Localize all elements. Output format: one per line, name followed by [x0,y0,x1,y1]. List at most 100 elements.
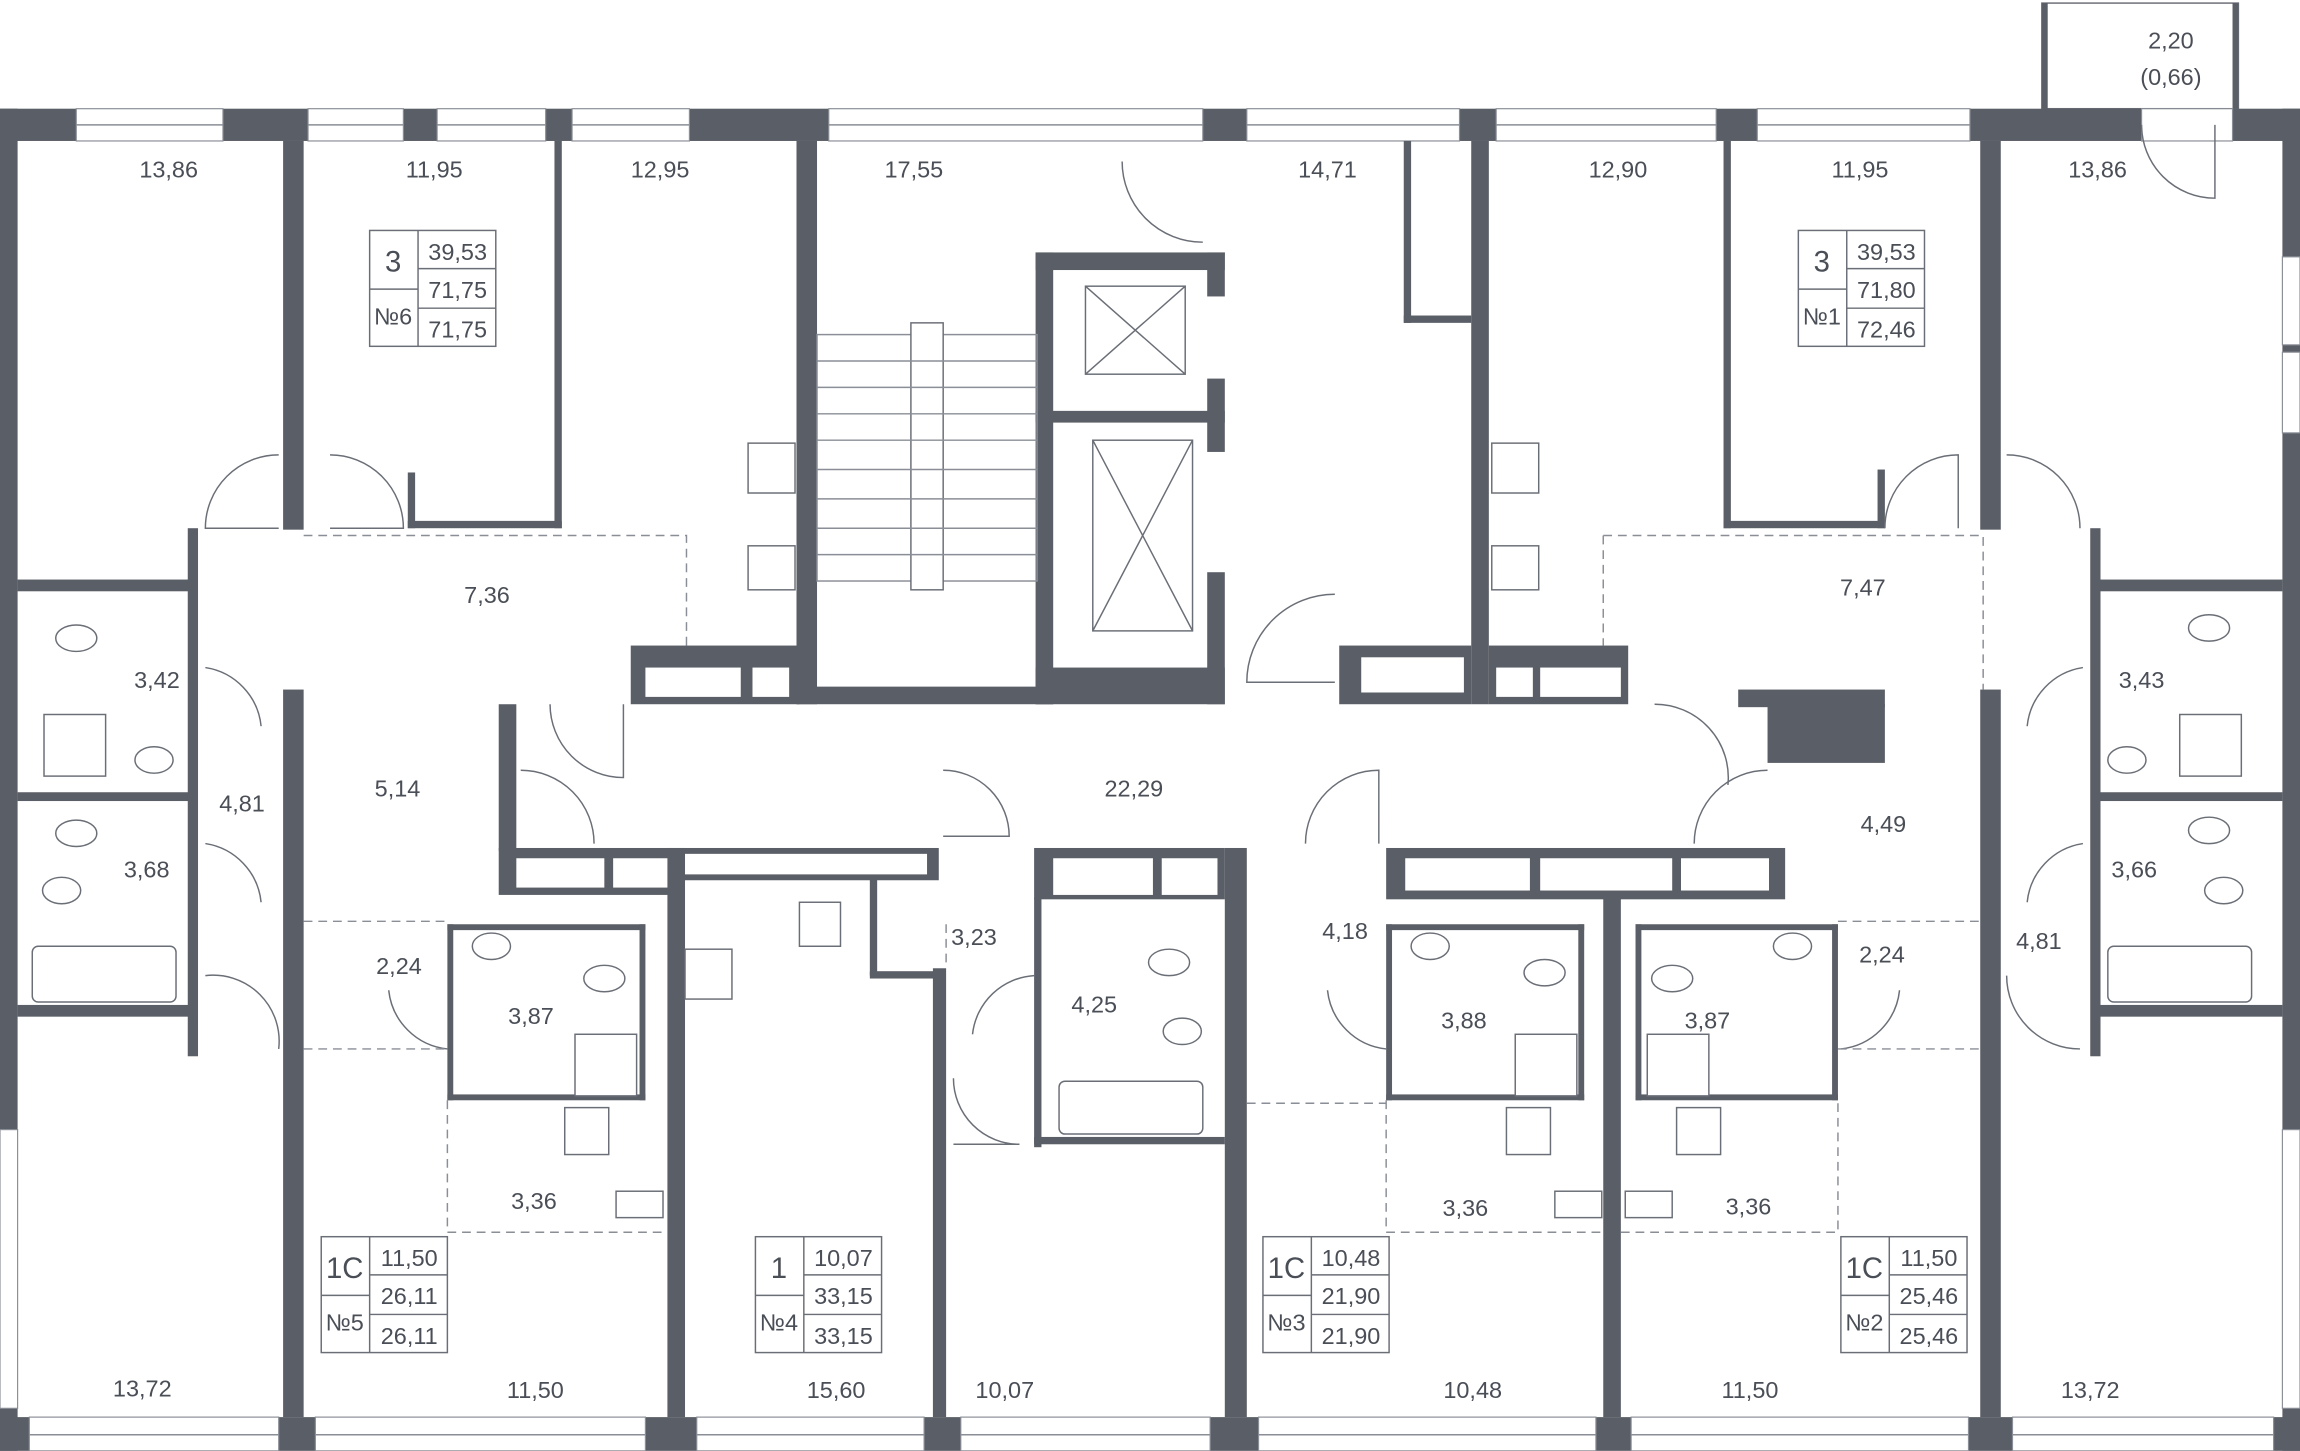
toilet-icon [2187,816,2231,845]
room-area: 3,23 [951,924,997,950]
fixtures [31,442,2253,1219]
apartment-number: №2 [1845,1310,1883,1336]
balcony-area: 2,20 [2148,28,2194,54]
room-area: 3,68 [124,856,170,882]
washbasin-icon [41,876,82,905]
apartment-info-1: 3 №1 39,53 71,80 72,46 [1797,229,1926,348]
shower-icon [1646,1033,1710,1097]
total-area-with-balcony: 26,11 [381,1323,438,1349]
room-area: 7,36 [464,582,510,608]
room-area: 4,18 [1322,918,1368,944]
room-area: 10,48 [1443,1377,1502,1403]
staircase [816,322,1038,591]
shower-icon [43,713,107,777]
shower-icon [2178,713,2243,777]
room-area: 3,87 [1685,1007,1731,1033]
room-area: 14,71 [1298,157,1357,183]
sink-icon [1675,1106,1722,1156]
total-area: 71,80 [1857,277,1916,303]
toilet-icon [583,964,626,993]
apartment-number: №1 [1803,303,1841,329]
balcony: 2,20 (0,66) [2041,2,2240,110]
elevator-shafts [1084,285,1194,632]
room-area: 11,95 [406,157,463,183]
room-area: 3,36 [1726,1194,1772,1220]
balcony-reduced-area: (0,66) [2140,64,2201,90]
room-area: 11,50 [1721,1377,1778,1403]
total-area-with-balcony: 21,90 [1322,1323,1381,1349]
stove-icon [747,442,796,494]
sink-icon [747,545,796,591]
room-area: 12,90 [1589,157,1648,183]
washbasin-icon [471,932,512,961]
living-area: 11,50 [1900,1245,1957,1271]
room-area: 13,86 [2068,157,2127,183]
shower-icon [574,1033,638,1097]
room-area: 13,72 [2061,1377,2120,1403]
apartment-info-2: 1С №2 11,50 25,46 25,46 [1840,1235,1968,1354]
total-area: 26,11 [381,1283,438,1309]
living-area: 10,48 [1322,1245,1381,1271]
interior-walls [17,140,2283,1418]
living-area: 39,53 [428,239,487,265]
room-area: 5,14 [375,776,421,802]
living-area: 11,50 [381,1245,438,1271]
total-area: 71,75 [428,277,487,303]
sink-icon [563,1106,610,1156]
room-count: 1С [1846,1252,1884,1285]
zone-dividers [303,534,1984,1234]
room-count: 1С [1268,1252,1305,1285]
apartment-number: №5 [326,1310,364,1336]
room-area: 12,95 [631,157,690,183]
room-area: 15,60 [807,1377,866,1403]
room-area: 7,47 [1840,575,1886,601]
total-area-with-balcony: 25,46 [1900,1323,1959,1349]
room-area: 3,42 [134,667,180,693]
room-count: 3 [385,246,401,279]
toilet-icon [1523,958,1566,987]
apartment-number: №6 [374,303,412,329]
washbasin-icon [2107,746,2147,774]
toilet-icon [1650,964,1694,993]
total-area: 21,90 [1322,1283,1381,1309]
room-labels: 13,86 11,95 12,95 17,55 14,71 12,90 11,9… [113,157,2164,1403]
stove-icon [1491,442,1540,494]
apartment-number: №3 [1267,1310,1305,1336]
room-area: 13,72 [113,1376,172,1402]
room-area: 17,55 [884,157,943,183]
bathtub-icon [31,945,177,1003]
room-area: 4,81 [2016,928,2062,954]
apartment-info-5: 1С №5 11,50 26,11 26,11 [320,1235,449,1354]
toilet-icon [1147,948,1191,977]
stove-icon [615,1190,664,1219]
stove-icon [684,948,733,1000]
living-area: 39,53 [1857,239,1916,265]
stove-icon [1554,1190,1603,1219]
room-count: 1С [326,1252,364,1285]
room-area: 3,36 [511,1188,557,1214]
washbasin-icon [134,746,174,774]
room-area: 2,24 [1859,941,1905,967]
room-area: 3,88 [1441,1007,1487,1033]
total-area-with-balcony: 72,46 [1857,317,1916,343]
total-area: 33,15 [814,1283,873,1309]
total-area-with-balcony: 33,15 [814,1323,873,1349]
stove-icon [1624,1190,1673,1219]
sink-icon [1491,545,1540,591]
washbasin-icon [1410,932,1450,961]
toilet-icon [55,819,98,848]
living-area: 10,07 [814,1245,873,1271]
apartment-number: №4 [760,1310,798,1336]
room-area: 11,50 [507,1377,564,1403]
washbasin-icon [2203,876,2244,905]
washbasin-icon [1772,932,1813,961]
room-area: 3,87 [508,1003,554,1029]
bathtub-icon [2107,945,2253,1003]
room-area: 3,66 [2111,856,2157,882]
total-area-with-balcony: 71,75 [428,317,487,343]
total-area: 25,46 [1900,1283,1959,1309]
room-area: 13,86 [139,157,198,183]
room-area: 2,24 [376,953,422,979]
room-area: 4,49 [1861,811,1907,837]
